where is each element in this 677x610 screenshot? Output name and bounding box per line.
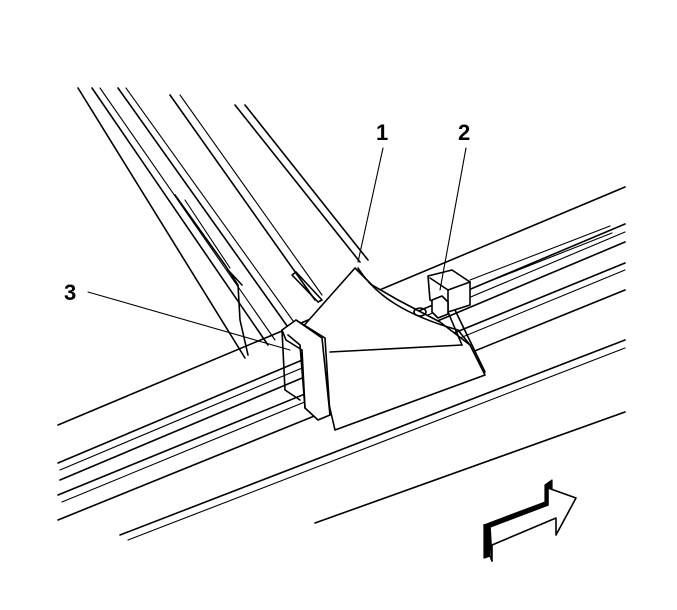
callout-3: 3 [64,280,76,305]
fastener-block [427,269,486,373]
leader-line-1 [357,147,384,263]
callout-2: 2 [458,120,470,145]
retainer-base [299,267,486,431]
leader-line-2 [439,147,467,291]
retainer-clip [281,319,331,421]
leader-lines [87,147,467,351]
forward-arrow-icon [483,479,577,562]
pillar-frame [77,87,369,359]
callout-1: 1 [376,120,388,145]
leader-line-3 [87,291,291,351]
